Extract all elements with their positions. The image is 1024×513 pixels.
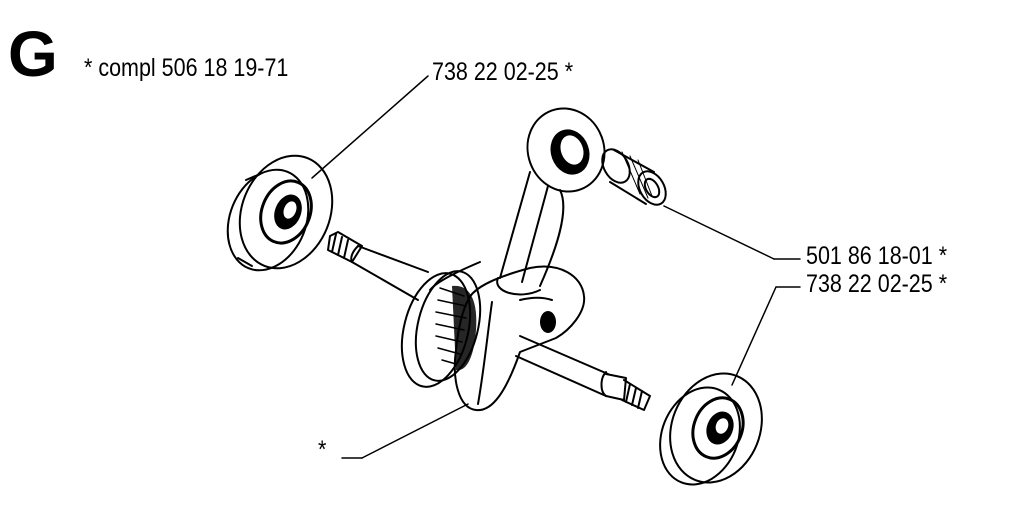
complete-kit-label: * compl 506 18 19-71 bbox=[84, 54, 289, 82]
ball-bearing-right bbox=[659, 372, 763, 486]
leader-needle-bearing bbox=[663, 205, 775, 260]
needle-bearing bbox=[601, 148, 667, 206]
leader-bearing-left bbox=[311, 75, 429, 179]
leader-bearing-right bbox=[731, 286, 777, 386]
callout-needle-bearing[interactable]: 501 86 18-01 * bbox=[806, 242, 948, 270]
leader-crankshaft bbox=[361, 403, 469, 459]
callout-bearing-left[interactable]: 738 22 02-25 * bbox=[432, 58, 574, 86]
section-letter: G bbox=[8, 18, 58, 90]
callout-bearing-right[interactable]: 738 22 02-25 * bbox=[806, 270, 948, 298]
leader-lines bbox=[311, 75, 801, 459]
connecting-rod bbox=[496, 107, 606, 296]
crankshaft bbox=[327, 231, 651, 412]
callout-crankshaft[interactable]: * bbox=[318, 436, 327, 464]
ball-bearing-left bbox=[226, 154, 334, 272]
